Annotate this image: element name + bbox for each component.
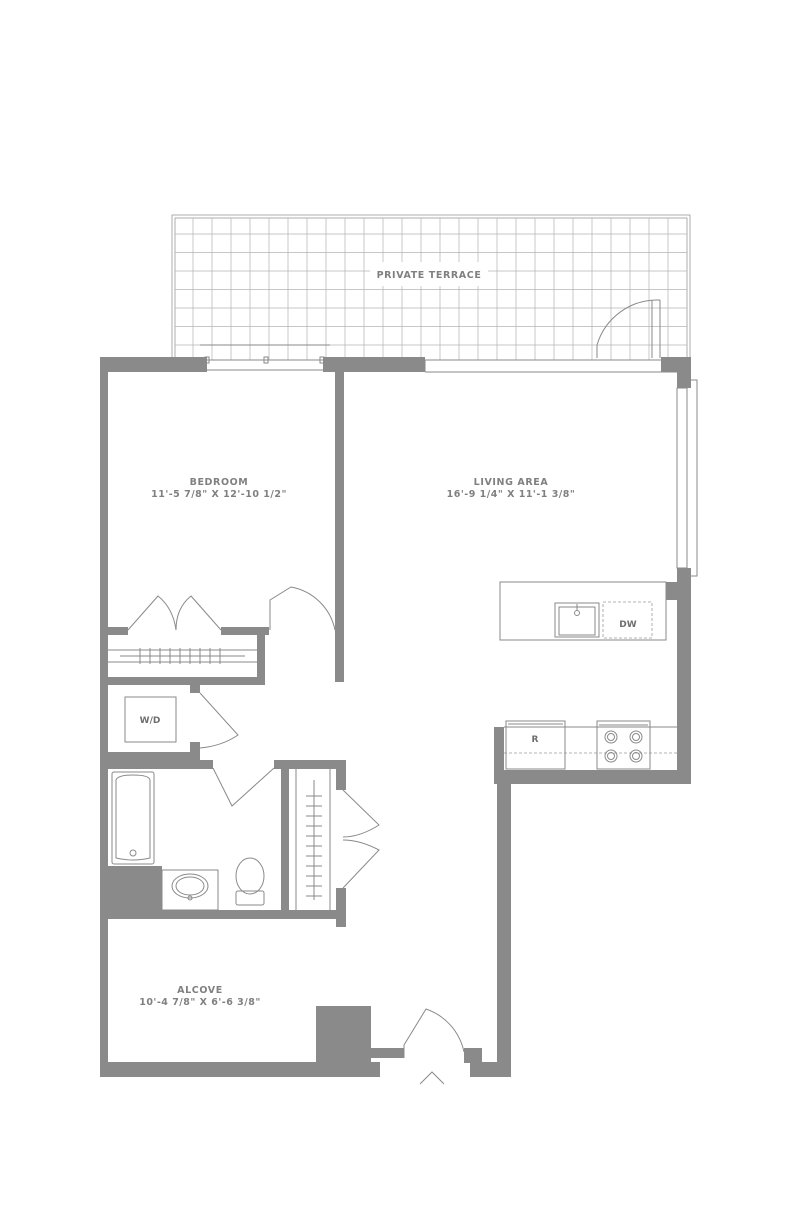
closet-door-left [127, 595, 177, 631]
bedroom-dimensions: 11'-5 7/8" X 12'-10 1/2" [151, 489, 287, 500]
wall-laundry-bottom [108, 752, 200, 769]
bathroom-sink [171, 873, 209, 899]
wall-bedroom-living [335, 372, 344, 636]
wall-bottom-right [470, 1062, 511, 1077]
wall-kitchen-bottom [494, 770, 691, 784]
terrace-inner-outline [174, 217, 688, 361]
toilet-bowl [235, 857, 265, 895]
wall-right-kitchen [677, 568, 691, 784]
bedroom-door-swing [269, 586, 336, 631]
window-side [676, 387, 688, 569]
wall-column [316, 1006, 371, 1077]
wall-closet-left [108, 627, 128, 635]
kitchen-sink-basin [558, 606, 596, 636]
wall-closet-bottom [108, 677, 265, 685]
wall-bath-right [281, 760, 289, 917]
window-bedroom-mullion-2 [263, 356, 269, 364]
hall-closet [295, 769, 380, 910]
walls [100, 357, 691, 1077]
hall-closet-door-upper [342, 789, 380, 838]
wall-bedroom-living-lower [335, 624, 344, 682]
wall-corner-right [677, 357, 691, 388]
closet-door-right [175, 595, 222, 631]
wall-bath-bottom [108, 910, 346, 919]
window-bedroom-mullion-3 [319, 356, 325, 364]
terrace-tile-grid [175, 218, 687, 360]
kitchen-sink [554, 602, 600, 638]
wall-closet-side [257, 627, 265, 685]
wall-entry-left-stub [371, 1048, 404, 1058]
wall-left [100, 357, 108, 1077]
burner-back-right-inner [632, 733, 640, 741]
bedroom-door [269, 586, 336, 631]
bathtub [111, 771, 155, 865]
wall-bath-top-left [200, 760, 213, 769]
wall-bath-chase [108, 866, 162, 918]
wall-right-lower [497, 775, 511, 1077]
bedroom-closet [108, 595, 257, 664]
entry-arrow [419, 1071, 445, 1085]
alcove-dimensions: 10'-4 7/8" X 6'-6 3/8" [139, 997, 261, 1008]
wall-laundry-stub [190, 683, 200, 693]
window-side-outer [686, 379, 698, 577]
terrace-label: PRIVATE TERRACE [377, 270, 482, 281]
wall-right-notch [666, 582, 680, 600]
wall-hall-closet-top [336, 760, 346, 790]
burner-back-left-inner [607, 733, 615, 741]
burner-front-right-inner [632, 752, 640, 760]
burner-back-right [629, 730, 643, 744]
living-area-dimensions: 16'-9 1/4" X 11'-1 3/8" [447, 489, 576, 500]
washer-dryer-label: W/D [140, 716, 161, 726]
terrace-door-swing [596, 299, 661, 358]
burner-back-left [604, 730, 618, 744]
vanity-counter [161, 869, 219, 911]
wall-closet-right [221, 627, 269, 635]
entry-door [403, 1008, 465, 1085]
burner-front-right [629, 749, 643, 763]
range [596, 720, 651, 770]
bath-door-swing [212, 767, 275, 807]
hall-closet-hangers [306, 795, 322, 897]
laundry: W/D [124, 692, 239, 749]
wall-bath-top-right [274, 760, 346, 769]
wall-top-left [100, 357, 207, 372]
wall-top-middle [323, 357, 425, 372]
toilet-tank [235, 890, 265, 906]
private-terrace: PRIVATE TERRACE [171, 214, 691, 361]
burner-front-left-inner [607, 752, 615, 760]
wall-entry-right-stub [464, 1048, 482, 1063]
dishwasher [602, 601, 653, 639]
refrigerator-label: R [532, 735, 539, 745]
wall-hall-closet-bottom [336, 888, 346, 927]
room-labels: BEDROOM 11'-5 7/8" X 12'-10 1/2" LIVING … [139, 477, 575, 1008]
hall-closet-door-lower [342, 839, 380, 889]
window-bedroom-mullion-1 [204, 356, 210, 364]
living-area-label: LIVING AREA [474, 477, 549, 488]
bathtub-basin [115, 774, 151, 861]
washer-dryer-unit [124, 696, 177, 743]
windows [200, 344, 698, 577]
wall-kitchen-stub [494, 727, 504, 782]
wall-bottom-left [100, 1062, 380, 1077]
kitchen: DW R [499, 581, 677, 770]
dishwasher-label: DW [619, 620, 636, 630]
bedroom-label: BEDROOM [190, 477, 249, 488]
closet-hangers [139, 648, 221, 664]
refrigerator [505, 720, 566, 770]
bathroom [111, 767, 275, 911]
bathtub-drain [129, 849, 137, 857]
bathroom-sink-basin [175, 876, 205, 896]
terrace-label-backdrop [370, 262, 488, 286]
kitchen-faucet [574, 610, 580, 616]
bathroom-faucet [187, 895, 193, 901]
alcove-label: ALCOVE [177, 985, 223, 996]
kitchen-island [499, 581, 667, 641]
burner-front-left [604, 749, 618, 763]
laundry-door-swing [199, 692, 239, 749]
entry-door-swing [403, 1008, 465, 1058]
